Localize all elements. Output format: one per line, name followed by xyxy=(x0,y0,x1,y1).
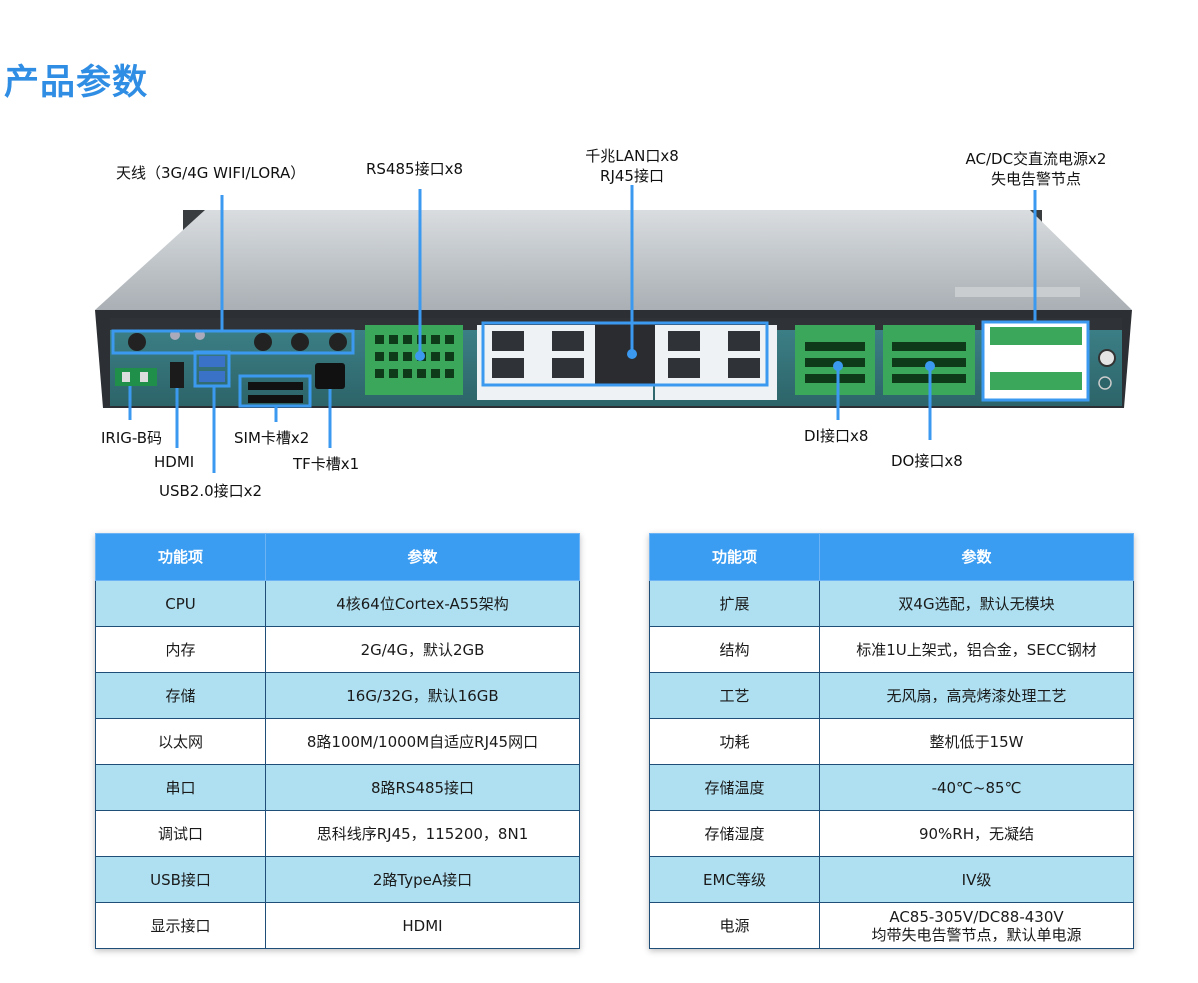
leader-lines xyxy=(128,185,1037,473)
table-cell-param: 标准1U上架式，铝合金，SECC钢材 xyxy=(819,626,1134,673)
table-cell-item: CPU xyxy=(95,580,266,627)
table-cell-item: 显示接口 xyxy=(95,902,266,949)
table-row: 存储温度-40℃~85℃ xyxy=(649,764,1134,811)
tf-slot xyxy=(315,363,345,389)
label-hdmi: HDMI xyxy=(154,453,195,471)
table-cell-item: 工艺 xyxy=(649,672,820,719)
table-cell-param: 16G/32G，默认16GB xyxy=(265,672,580,719)
table-row: 扩展双4G选配，默认无模块 xyxy=(649,580,1134,627)
table-cell-param: -40℃~85℃ xyxy=(819,764,1134,811)
label-antenna: 天线（3G/4G WIFI/LORA） xyxy=(116,164,306,182)
table-cell-item: 存储温度 xyxy=(649,764,820,811)
table-row: 工艺无风扇，高亮烤漆处理工艺 xyxy=(649,672,1134,719)
label-power-line1: AC/DC交直流电源x2 xyxy=(965,150,1107,168)
table-cell-item: 电源 xyxy=(649,902,820,949)
table-cell-item: 以太网 xyxy=(95,718,266,765)
leader-dots xyxy=(415,349,935,371)
table-header-item: 功能项 xyxy=(649,533,820,581)
table-cell-param: 2G/4G，默认2GB xyxy=(265,626,580,673)
table-cell-item: 存储 xyxy=(95,672,266,719)
device-diagram: 天线（3G/4G WIFI/LORA） RS485接口x8 千兆LAN口x8 R… xyxy=(0,130,1198,510)
table-cell-param: HDMI xyxy=(265,902,580,949)
table-cell-param: AC85-305V/DC88-430V 均带失电告警节点，默认单电源 xyxy=(819,902,1134,949)
label-power: AC/DC交直流电源x2 失电告警节点 xyxy=(950,149,1122,189)
label-tf: TF卡槽x1 xyxy=(293,455,360,473)
hdmi-port xyxy=(170,362,184,388)
table-cell-param: 8路RS485接口 xyxy=(265,764,580,811)
table-cell-item: EMC等级 xyxy=(649,856,820,903)
table-cell-item: 串口 xyxy=(95,764,266,811)
label-rs485: RS485接口x8 xyxy=(366,160,463,178)
table-header-param: 参数 xyxy=(819,533,1134,581)
table-cell-item: USB接口 xyxy=(95,856,266,903)
label-irig: IRIG-B码 xyxy=(101,429,163,447)
table-cell-param: 思科线序RJ45，115200，8N1 xyxy=(265,810,580,857)
table-cell-item: 调试口 xyxy=(95,810,266,857)
label-lan: 千兆LAN口x8 RJ45接口 xyxy=(576,146,688,186)
label-lan-line1: 千兆LAN口x8 xyxy=(585,147,679,165)
table-header-item: 功能项 xyxy=(95,533,266,581)
label-di: DI接口x8 xyxy=(804,427,869,445)
table-row: 调试口思科线序RJ45，115200，8N1 xyxy=(95,810,580,857)
table-cell-param: 2路TypeA接口 xyxy=(265,856,580,903)
table-header-param: 参数 xyxy=(265,533,580,581)
table-cell-param: 双4G选配，默认无模块 xyxy=(819,580,1134,627)
spec-table-right-body: 扩展双4G选配，默认无模块结构标准1U上架式，铝合金，SECC钢材工艺无风扇，高… xyxy=(649,580,1134,949)
table-cell-param: 4核64位Cortex-A55架构 xyxy=(265,580,580,627)
table-row: 功耗整机低于15W xyxy=(649,718,1134,765)
table-cell-item: 结构 xyxy=(649,626,820,673)
table-cell-param: 90%RH，无凝结 xyxy=(819,810,1134,857)
label-usb: USB2.0接口x2 xyxy=(159,482,263,500)
table-cell-item: 功耗 xyxy=(649,718,820,765)
top-label xyxy=(955,287,1080,297)
label-power-line2: 失电告警节点 xyxy=(990,170,1081,188)
device-top-cover xyxy=(95,210,1132,310)
irig-terminal xyxy=(115,368,157,386)
device-illustration xyxy=(95,185,1132,473)
antenna-highlight xyxy=(111,329,355,355)
table-row: 结构标准1U上架式，铝合金，SECC钢材 xyxy=(649,626,1134,673)
table-cell-param: 整机低于15W xyxy=(819,718,1134,765)
page-title: 产品参数 xyxy=(4,63,149,103)
lan-highlight xyxy=(481,321,769,387)
table-cell-param: 8路100M/1000M自适应RJ45网口 xyxy=(265,718,580,765)
label-sim: SIM卡槽x2 xyxy=(234,429,310,447)
label-lan-line2: RJ45接口 xyxy=(600,167,664,185)
power-button xyxy=(1098,349,1116,367)
table-cell-item: 扩展 xyxy=(649,580,820,627)
spec-table-right: 功能项 参数 扩展双4G选配，默认无模块结构标准1U上架式，铝合金，SECC钢材… xyxy=(649,533,1134,949)
usb-highlight xyxy=(193,350,231,388)
table-cell-item: 存储湿度 xyxy=(649,810,820,857)
table-cell-item: 内存 xyxy=(95,626,266,673)
label-do: DO接口x8 xyxy=(891,452,963,470)
table-cell-param: IV级 xyxy=(819,856,1134,903)
table-cell-param: 无风扇，高亮烤漆处理工艺 xyxy=(819,672,1134,719)
